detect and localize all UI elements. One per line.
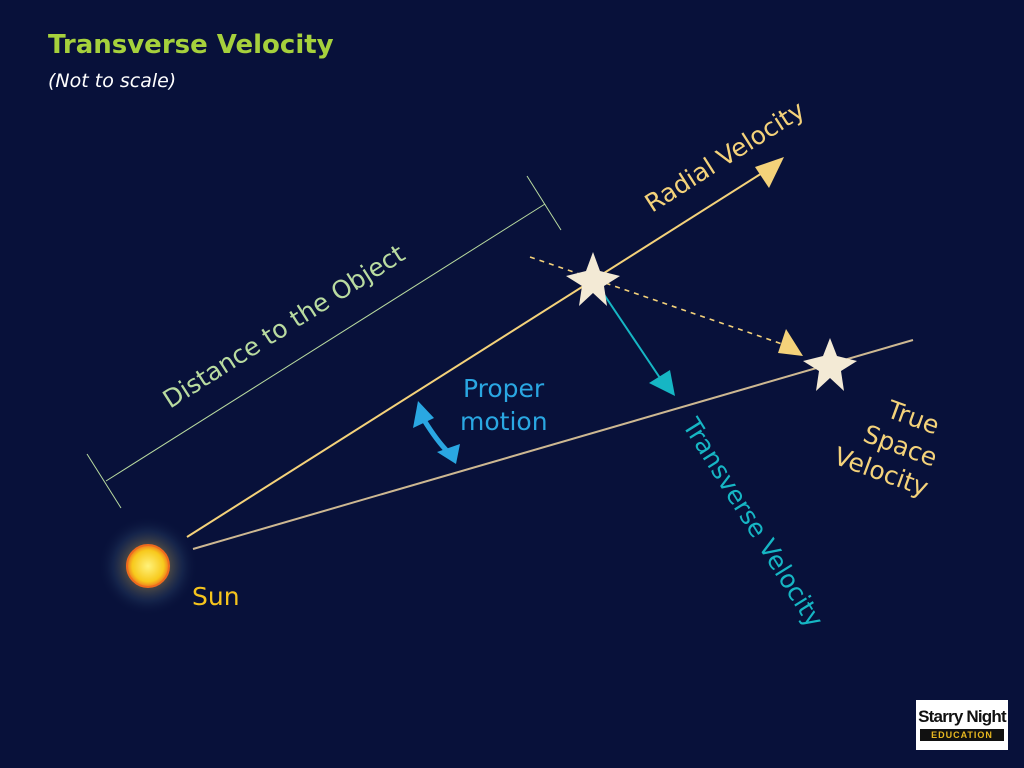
- star-original-position: [566, 252, 620, 306]
- true-space-velocity-label: True Space Velocity: [830, 394, 943, 502]
- radial-velocity-arrowhead: [755, 157, 784, 188]
- logo-main-text: Starry Night: [918, 707, 1007, 726]
- star-new-position: [803, 338, 857, 391]
- sun-disk: [126, 544, 170, 588]
- proper-motion-arrow: [413, 401, 460, 464]
- radial-velocity-label: Radial Velocity: [640, 95, 810, 218]
- line-to-new-position: [192, 339, 914, 550]
- diagram-title: Transverse Velocity: [48, 30, 334, 60]
- distance-line: [105, 203, 546, 482]
- distance-bracket: [86, 175, 562, 509]
- transverse-velocity-arrowhead: [649, 370, 675, 396]
- proper-motion-label-line2: motion: [460, 407, 548, 436]
- proper-motion-arrowhead-top: [413, 401, 434, 428]
- diagram-subtitle: (Not to scale): [48, 70, 177, 92]
- transverse-velocity-label: Transverse Velocity: [676, 412, 829, 633]
- transverse-velocity-line: [598, 286, 661, 379]
- sun: [98, 516, 198, 616]
- distance-tick-left: [86, 453, 122, 509]
- true-space-velocity-arrowhead: [778, 329, 803, 356]
- logo-sub-text: EDUCATION: [920, 729, 1004, 741]
- starry-night-logo: Starry Night EDUCATION: [916, 700, 1008, 750]
- sun-label: Sun: [192, 582, 240, 611]
- distance-tick-right: [526, 175, 562, 231]
- radial-velocity-line: [186, 167, 771, 538]
- true-space-velocity-line: [529, 256, 786, 346]
- proper-motion-label-line1: Proper: [463, 374, 545, 403]
- proper-motion-arrowhead-bottom: [437, 444, 460, 464]
- proper-motion-curve: [421, 418, 450, 454]
- distance-label: Distance to the Object: [158, 239, 410, 414]
